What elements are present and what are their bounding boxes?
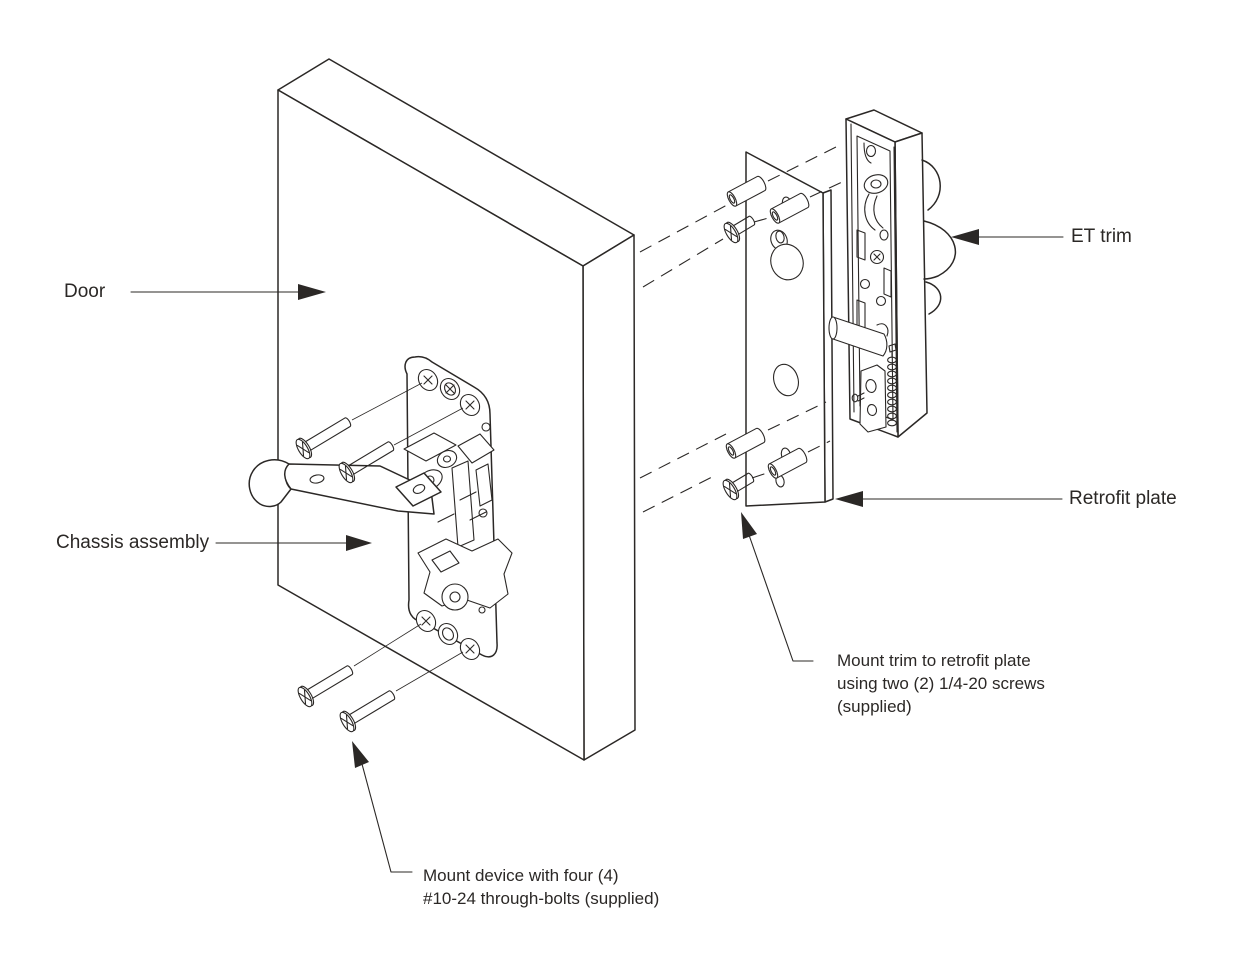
retrofit-plate-label: Retrofit plate — [1069, 488, 1177, 509]
mount-trim-arrow — [741, 512, 757, 539]
mount-trim-line-1: Mount trim to retrofit plate — [837, 651, 1031, 670]
trim-grip-lobes — [921, 159, 956, 315]
retrofit-plate-arrow — [835, 491, 863, 507]
chassis-arrow — [346, 535, 372, 551]
chassis-assembly-label: Chassis assembly — [56, 532, 210, 553]
cylinder-hole — [773, 363, 799, 397]
door-edge-face — [582, 234, 636, 761]
mount-trim-leader — [748, 534, 814, 662]
door-label: Door — [64, 281, 106, 302]
trim-frame-lines — [850, 123, 898, 433]
alignment-dashed-lines — [639, 145, 843, 513]
trim-screw-bottom — [722, 472, 755, 501]
lever-handle — [248, 459, 442, 515]
standoff-a — [726, 175, 767, 207]
mount-device-arrow — [352, 741, 369, 768]
trim-side-face — [894, 132, 928, 438]
mount-trim-line-3: (supplied) — [837, 697, 912, 716]
through-bolt-3 — [297, 665, 354, 708]
mount-device-callout: Mount device with four (4) #10-24 throug… — [423, 864, 713, 910]
through-bolt-2 — [338, 441, 395, 484]
trim-spring-assembly — [851, 343, 897, 433]
mount-device-line-1: Mount device with four (4) — [423, 866, 619, 885]
mount-device-line-2: #10-24 through-bolts (supplied) — [423, 889, 660, 908]
through-bolt-4 — [339, 690, 396, 733]
lever-hub — [395, 472, 442, 507]
standoff-c — [725, 427, 766, 459]
et-trim-arrow — [951, 229, 979, 245]
standoffs-and-screws — [722, 175, 810, 501]
chassis-mechanism — [403, 432, 513, 614]
bolt-guide-lines — [351, 382, 464, 692]
mount-trim-line-2: using two (2) 1/4-20 screws — [837, 674, 1045, 693]
chassis-assembly — [248, 355, 513, 733]
mount-device-leader — [361, 763, 413, 873]
lever-hub-cutout-large — [770, 243, 804, 281]
mount-trim-callout: Mount trim to retrofit plate using two (… — [837, 649, 1107, 718]
retrofit-plate — [745, 151, 834, 507]
leader-lines — [130, 229, 1064, 873]
chassis-bottom-slots — [415, 609, 481, 661]
standoff-d — [767, 447, 808, 479]
chassis-top-slots — [417, 368, 491, 444]
spindle-rod — [828, 316, 889, 357]
through-bolt-1 — [295, 417, 352, 460]
et-trim — [828, 109, 956, 438]
door-arrow — [298, 284, 326, 300]
et-trim-label: ET trim — [1071, 226, 1132, 247]
trim-mechanism — [856, 142, 892, 331]
retrofit-plate-face — [745, 151, 826, 507]
standoff-b — [769, 192, 810, 224]
trim-screw-top — [723, 215, 756, 244]
